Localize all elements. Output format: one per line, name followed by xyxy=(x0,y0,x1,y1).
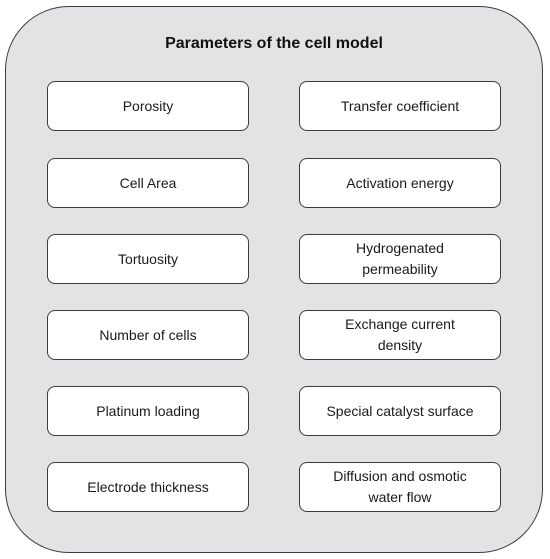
panel-title: Parameters of the cell model xyxy=(165,35,383,52)
param-number-of-cells: Number of cells xyxy=(47,310,249,360)
param-platinum-loading: Platinum loading xyxy=(47,386,249,436)
param-exchange-current-density: Exchange current density xyxy=(299,310,501,360)
param-porosity: Porosity xyxy=(47,81,249,131)
param-transfer-coefficient: Transfer coefficient xyxy=(299,81,501,131)
param-cell-area: Cell Area xyxy=(47,158,249,208)
param-electrode-thickness: Electrode thickness xyxy=(47,462,249,512)
param-diffusion-osmotic-water-flow: Diffusion and osmotic water flow xyxy=(299,462,501,512)
param-hydrogenated-permeability: Hydrogenated permeability xyxy=(299,234,501,284)
param-tortuosity: Tortuosity xyxy=(47,234,249,284)
param-special-catalyst-surface: Special catalyst surface xyxy=(299,386,501,436)
param-activation-energy: Activation energy xyxy=(299,158,501,208)
